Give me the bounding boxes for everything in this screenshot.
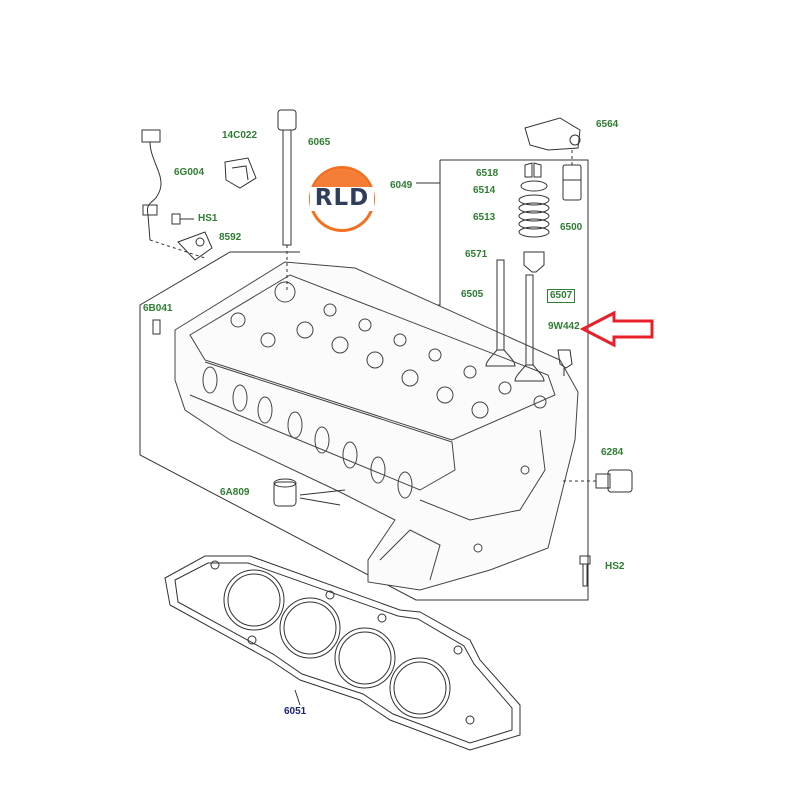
part-label-6284[interactable]: 6284 [601,447,624,458]
part-label-8592[interactable]: 8592 [219,232,242,243]
part-label-6a809[interactable]: 6A809 [220,487,250,498]
bolt-hs1 [171,213,194,225]
part-label-6518[interactable]: 6518 [476,168,499,179]
valve-spring [518,194,550,238]
part-label-6500[interactable]: 6500 [560,222,583,233]
plug-9w442 [557,349,573,376]
bracket-8592 [177,231,213,261]
part-label-6513[interactable]: 6513 [473,212,496,223]
part-label-6507[interactable]: 6507 [547,289,576,303]
stem-seal [523,251,545,273]
part-label-6b041[interactable]: 6B041 [143,303,173,314]
arrow-left-icon [579,310,654,348]
head-bolt [277,109,297,290]
part-label-6505[interactable]: 6505 [461,289,484,300]
rocker-arm [524,117,581,165]
part-label-6051[interactable]: 6051 [284,706,307,717]
part-label-6514[interactable]: 6514 [473,185,496,196]
cylinder-head [174,261,579,591]
assembly-boundary [139,159,589,601]
logo-ring-icon [309,166,375,232]
lash-adjuster [562,164,582,201]
bolt-hs2 [579,555,591,587]
valve-group-box [412,160,441,306]
sensor-6g004 [141,129,206,259]
rld-logo: RLD [306,163,378,235]
spring-retainer [520,180,548,192]
head-gasket [164,555,521,751]
part-label-6g004[interactable]: 6G004 [174,167,205,178]
part-label-6571[interactable]: 6571 [465,249,488,260]
clip-14c022 [224,157,257,189]
sleeve-6a809 [273,478,346,507]
part-label-6564[interactable]: 6564 [596,119,619,130]
part-label-14c022[interactable]: 14C022 [222,130,258,141]
part-label-hs1[interactable]: HS1 [198,213,218,224]
logo-text: RLD [314,185,370,211]
part-label-6049[interactable]: 6049 [390,180,413,191]
part-label-hs2[interactable]: HS2 [605,561,625,572]
dowel-6b041 [152,319,161,335]
intake-valve [514,274,545,382]
part-label-6065[interactable]: 6065 [308,137,331,148]
part-label-9w442[interactable]: 9W442 [548,321,580,332]
sensor-6284 [560,469,633,493]
exhaust-valve [485,259,516,367]
valve-keepers [524,162,542,178]
